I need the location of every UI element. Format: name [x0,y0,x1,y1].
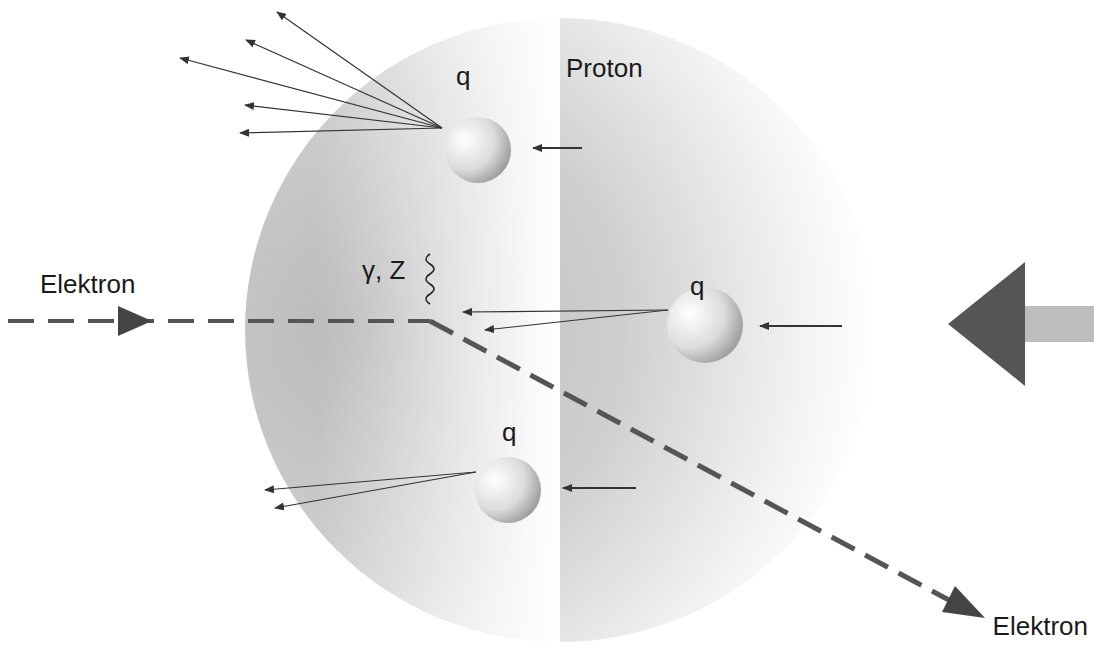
incoming-electron [8,306,430,336]
quark-spheres [445,117,743,523]
quark-motion [533,148,842,488]
hadron-jets [180,12,668,508]
particle-name: Elektron [40,270,135,299]
particle-name: Proton [566,54,643,83]
quark-label: q [456,62,470,91]
quark-label: q [690,272,704,301]
boson-label: γ, Z [362,256,405,285]
outgoing-electron [430,321,985,618]
proton-direction-arrow [948,262,1094,386]
proton-body [20,0,1094,652]
boson-wiggle [426,254,434,304]
particle-name: Elektron [993,612,1088,641]
quark-label: q [502,418,516,447]
